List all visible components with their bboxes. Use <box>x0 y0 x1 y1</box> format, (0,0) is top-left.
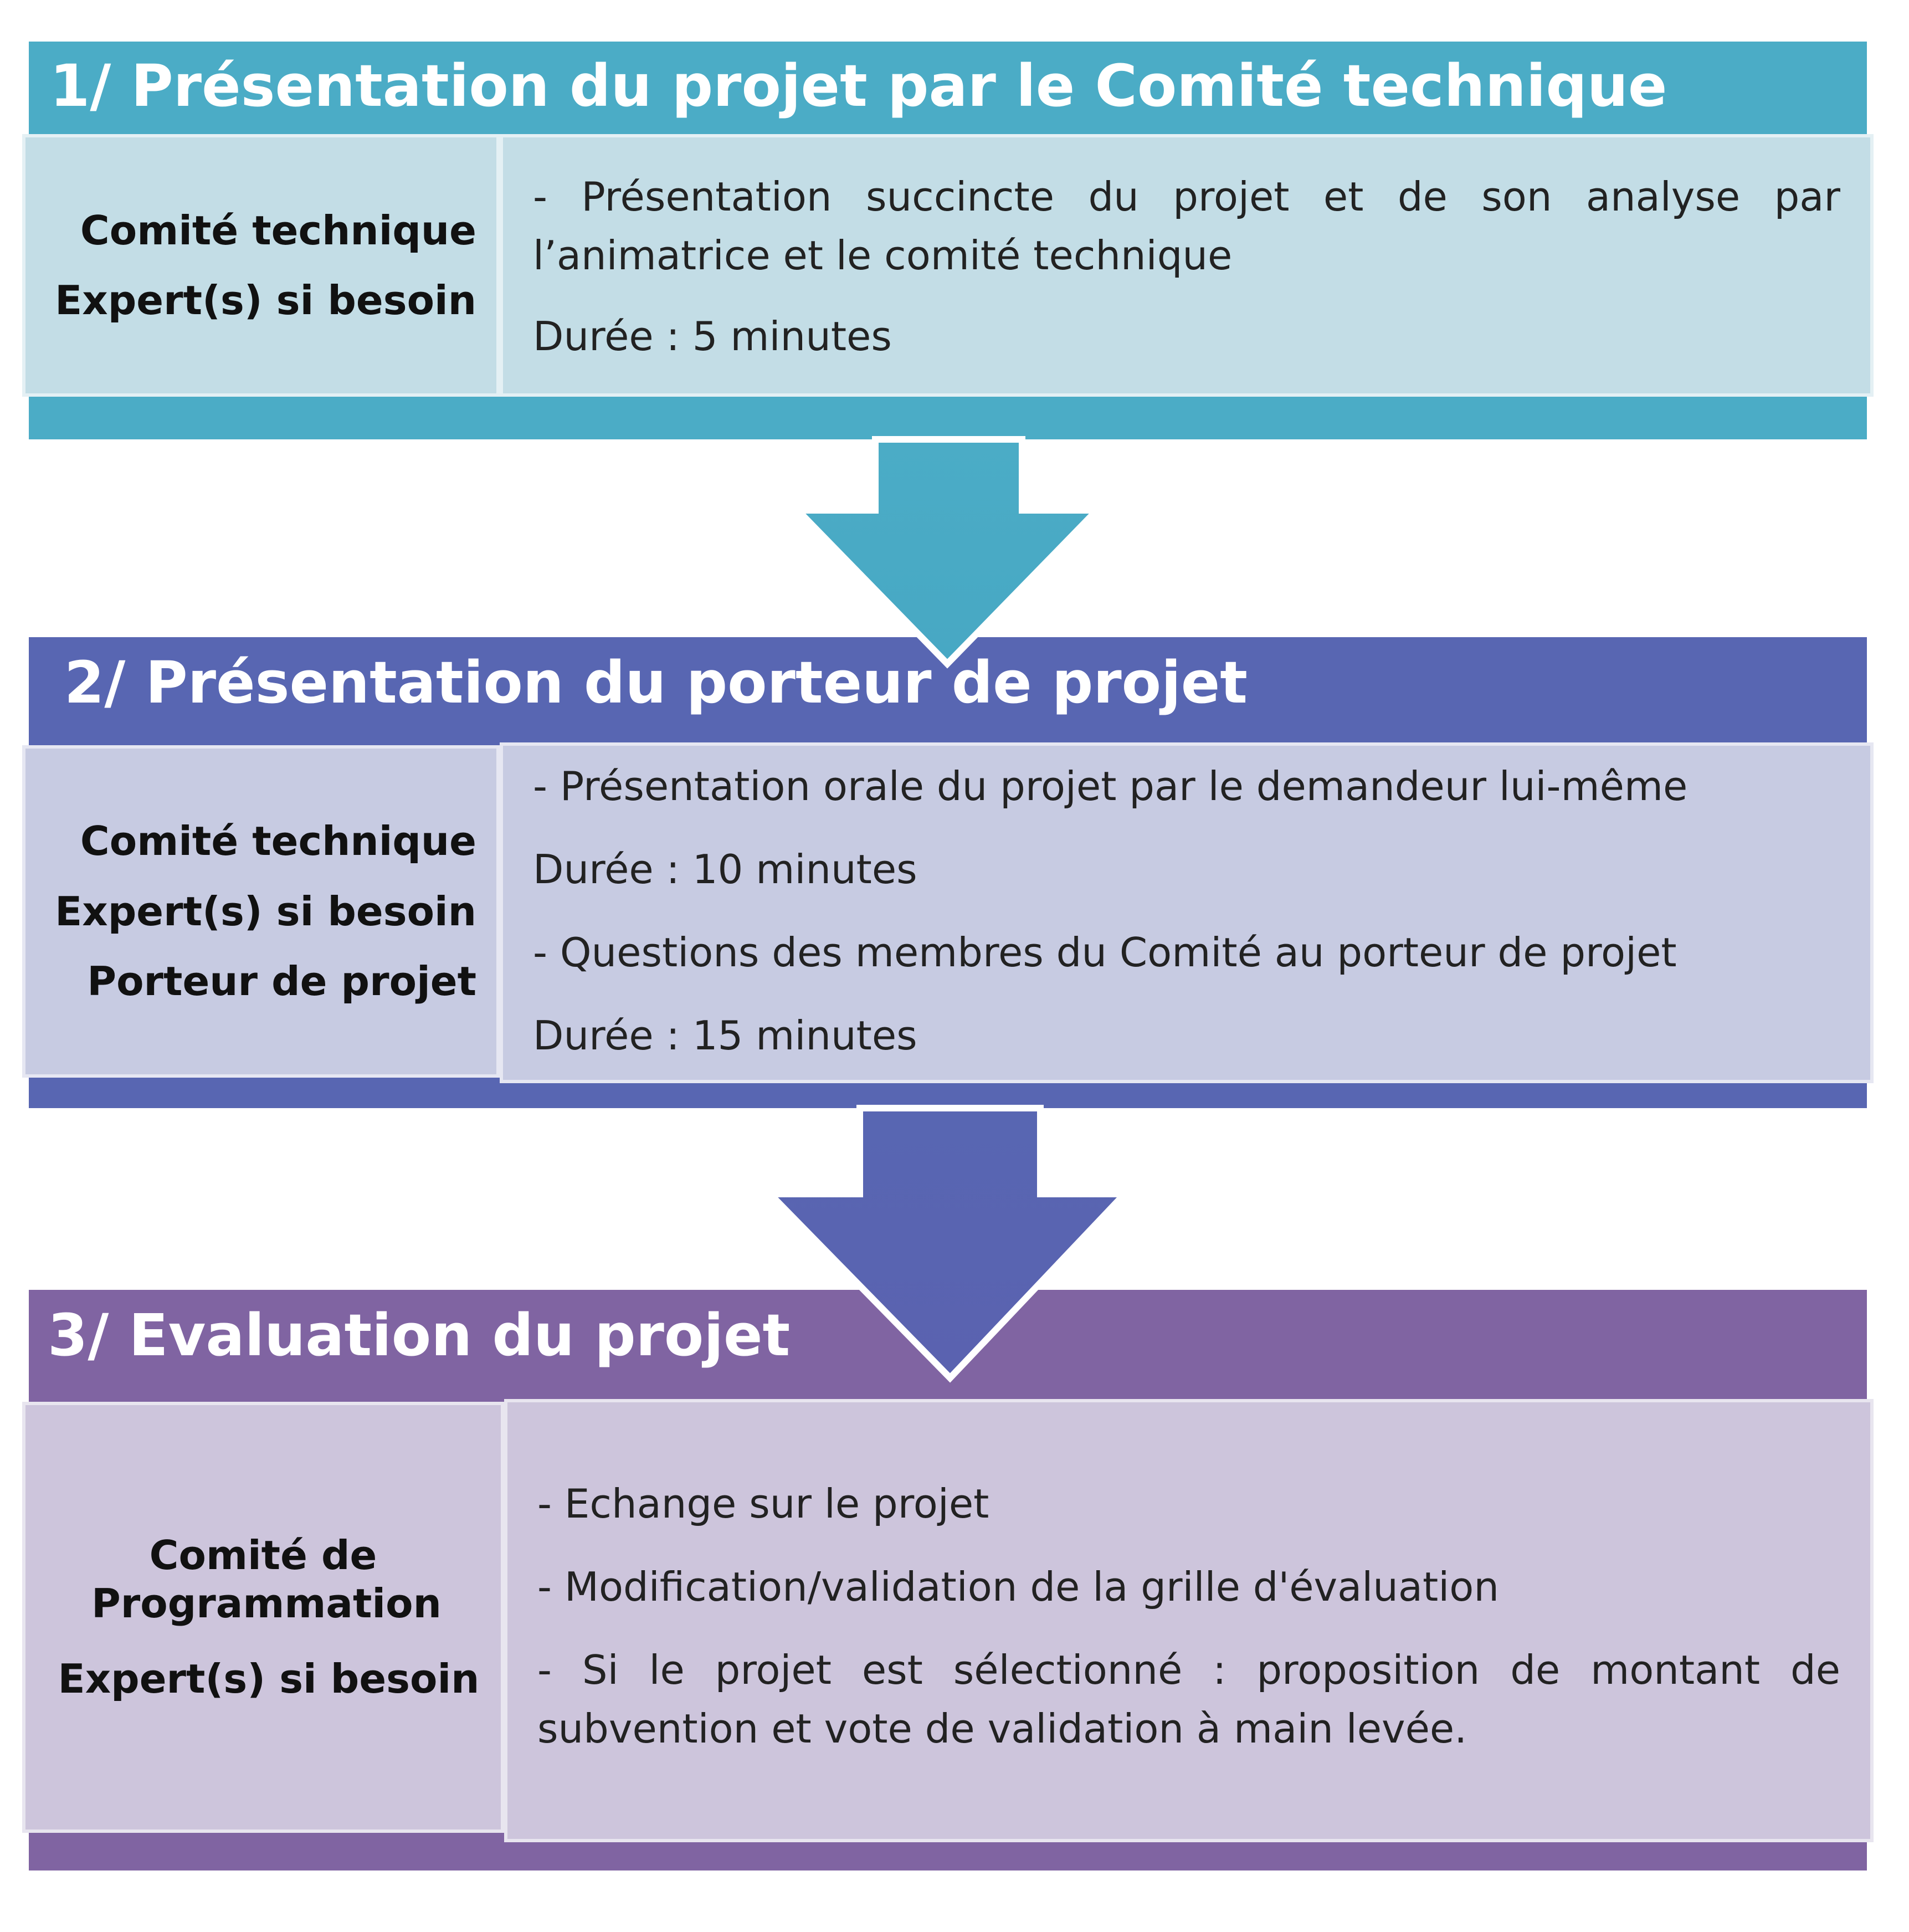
step-1-title: 1/ Présentation du projet par le Comité … <box>50 52 1667 120</box>
step-2-participant: Porteur de projet <box>87 958 476 1005</box>
step-2-participant: Expert(s) si besoin <box>55 888 476 935</box>
step-3-participant: Expert(s) si besoin <box>58 1656 480 1703</box>
step-2-title: 2/ Présentation du porteur de projet <box>64 649 1248 716</box>
step-2-participant: Comité technique <box>80 818 476 865</box>
arrow-down-1-icon <box>789 436 1105 669</box>
step-2-activity: - Présentation orale du projet par le de… <box>533 763 1688 809</box>
arrow-down-2-icon <box>762 1105 1132 1383</box>
step-3-participants-cell: Comité de Programmation Expert(s) si bes… <box>22 1402 504 1833</box>
step-3-activity: - Si le projet est sélectionné : proposi… <box>537 1647 1840 1752</box>
step-2-activity: - Questions des membres du Comité au por… <box>533 929 1677 976</box>
step-3-activity: - Echange sur le projet <box>537 1480 989 1527</box>
step-1-duration: Durée : 5 minutes <box>533 313 892 360</box>
step-3-activities-cell: - Echange sur le projet - Modification/v… <box>504 1399 1874 1842</box>
step-1-activities-cell: - Présentation succincte du projet et de… <box>500 134 1874 397</box>
step-1-participant: Expert(s) si besoin <box>55 277 476 324</box>
step-1-activity: - Présentation succincte du projet et de… <box>533 173 1840 279</box>
step-3-activity: - Modification/validation de la grille d… <box>537 1564 1499 1610</box>
step-2-duration: Durée : 15 minutes <box>533 1012 917 1059</box>
step-2-participants-cell: Comité technique Expert(s) si besoin Por… <box>22 745 500 1078</box>
step-2-duration: Durée : 10 minutes <box>533 846 917 893</box>
step-2-activities-cell: - Présentation orale du projet par le de… <box>500 742 1874 1083</box>
step-3-title: 3/ Evaluation du projet <box>48 1301 791 1369</box>
step-1-participant: Comité technique <box>80 207 476 254</box>
step-3-participant: Comité de Programmation <box>91 1532 442 1627</box>
step-1-participants-cell: Comité technique Expert(s) si besoin <box>22 134 500 397</box>
